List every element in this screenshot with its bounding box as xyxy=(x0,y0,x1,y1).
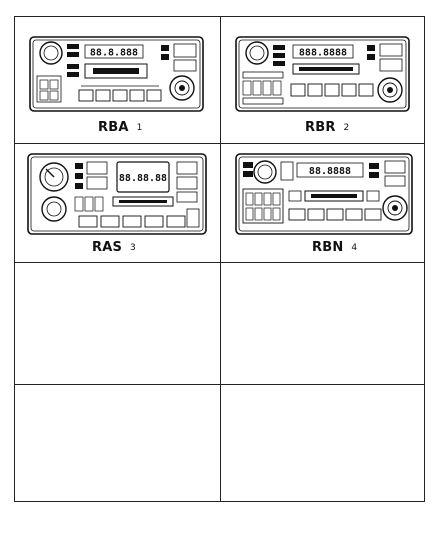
grid-row-divider-1 xyxy=(15,143,424,144)
empty-cell-row3-left xyxy=(15,263,220,384)
grid-row-divider-2 xyxy=(15,262,424,263)
radio-rba-illustration: 88.8.888 xyxy=(29,36,204,112)
rbn-code-label: RBN xyxy=(312,240,344,255)
rbr-display-readout: 888.8888 xyxy=(299,48,347,59)
rba-caption: RBA 1 xyxy=(98,120,143,135)
radio-ras-illustration: 88.88.88 xyxy=(27,153,207,235)
parts-diagram-grid: 88.8.888 RBA 1 xyxy=(14,16,425,502)
rba-display-readout: 88.8.888 xyxy=(90,48,138,59)
rbn-index-label: 4 xyxy=(351,243,358,253)
rbr-caption: RBR 2 xyxy=(305,120,349,135)
ras-caption: RAS 3 xyxy=(92,240,136,255)
empty-cell-row3-right xyxy=(221,263,424,384)
empty-cell-row4-right xyxy=(221,385,424,501)
rba-index-label: 1 xyxy=(136,123,143,133)
rbr-index-label: 2 xyxy=(343,123,350,133)
empty-cell-row4-left xyxy=(15,385,220,501)
rbn-caption: RBN 4 xyxy=(312,240,357,255)
ras-code-label: RAS xyxy=(92,240,123,255)
grid-row-divider-3 xyxy=(15,384,424,385)
radio-rbn-illustration: 88.8888 xyxy=(235,153,413,235)
rba-code-label: RBA xyxy=(98,120,129,135)
radio-rbr-illustration: 888.8888 xyxy=(235,36,410,112)
ras-index-label: 3 xyxy=(130,243,136,253)
rbn-display-readout: 88.8888 xyxy=(309,166,351,177)
ras-display-readout: 88.88.88 xyxy=(119,173,167,184)
grid-vertical-divider xyxy=(220,17,221,501)
rbr-code-label: RBR xyxy=(305,120,336,135)
